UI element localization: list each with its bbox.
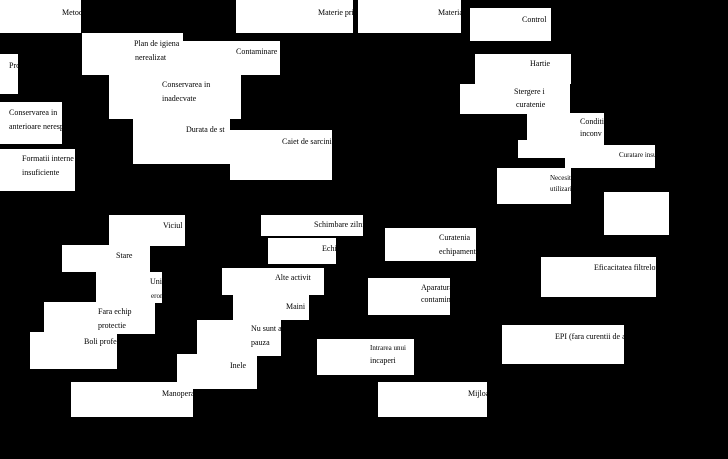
cause-necesitate: Necesit utilizari: [497, 168, 571, 204]
cause-uniforme-line1: Uni: [150, 277, 162, 286]
cause-stare: Stare: [62, 245, 150, 272]
cause-uniforme: Uni erori: [96, 272, 162, 303]
cause-eficacitatea-filtrelor: Eficacitatea filtrelor: [541, 257, 656, 297]
cause-echipament: Echi: [268, 238, 336, 264]
cause-contaminare-label: Contaminare: [236, 47, 278, 56]
cause-viciul: Viciul: [109, 215, 185, 246]
cause-curatare-insuficienta: Curatare insuf: [565, 145, 655, 168]
cause-schimbare-zilnica-label: Schimbare zilnica: [314, 220, 363, 229]
cause-intrarea-line2: incaperi: [370, 356, 396, 365]
cause-conditii-line1: Conditii: [580, 117, 604, 126]
cause-curatenia-line1: Curatenia: [439, 233, 471, 242]
cause-fara-echipament-line1: Fara echip: [98, 307, 132, 316]
cause-mana: Maini: [233, 295, 309, 320]
cause-fara-echipament: Fara echip protectie: [44, 302, 155, 334]
cause-eficacitatea-filtrelor-label: Eficacitatea filtrelor: [594, 263, 656, 272]
cause-plan-igiena-line2: nerealizat: [135, 53, 167, 62]
cause-stare-label: Stare: [116, 251, 133, 260]
cause-conservarea-anterioara-line2: anterioare nerespe: [9, 122, 62, 131]
cause-aparatura-line2: contamin: [421, 295, 450, 304]
cause-boli-profesionale: Boli profe: [30, 332, 117, 369]
cause-formatii-interne-line2: insuficiente: [22, 168, 60, 177]
cause-uniforme-line2: erori: [151, 292, 162, 300]
cause-proceduri: Proceduri: [0, 54, 18, 94]
cause-viciul-label: Viciul: [163, 221, 183, 230]
cause-conservarea-inadecvata-line1: Conservarea in: [162, 80, 211, 89]
cause-epi-label: EPI (fara curentii de ae: [555, 332, 624, 341]
cause-alte-activitati-label: Alte activit: [275, 273, 311, 282]
cause-stergere-line1: Stergere i: [514, 87, 545, 96]
cause-formatii-interne-line1: Formatii interne: [22, 154, 74, 163]
category-metode-label: Metode: [62, 8, 81, 17]
cause-intrarea: Intrarea unui incaperi: [317, 339, 414, 375]
cause-durata-stocare: Durata de st: [133, 119, 230, 164]
cause-curatare-insuficienta-label: Curatare insuf: [619, 151, 655, 159]
cause-mana-label: Maini: [286, 302, 306, 311]
cause-aparatura-line1: Aparatura: [421, 283, 450, 292]
cause-epi: EPI (fara curentii de ae: [502, 325, 624, 364]
category-materie-prima-label: Materie prima: [318, 8, 353, 17]
cause-hartie: Hartie: [475, 54, 571, 84]
cause-conservarea-anterioara-line1: Conservarea in: [9, 108, 58, 117]
cause-echipament-label: Echi: [322, 244, 336, 253]
cause-necesitate-line2: utilizari: [550, 185, 571, 193]
category-control: Control: [470, 8, 551, 41]
cause-alte-activitati: Alte activit: [222, 268, 324, 295]
cause-durata-stocare-label: Durata de st: [186, 125, 225, 134]
cause-stergere-line2: curatenie: [516, 100, 546, 109]
cause-necesitate-line1: Necesit: [550, 174, 571, 182]
cause-conservarea-inadecvata-line2: inadecvate: [162, 94, 197, 103]
category-materie-prima: Materie prima: [236, 0, 353, 33]
category-control-label: Control: [522, 15, 547, 24]
cause-caiet-sarcini: Caiet de sarcini: [230, 130, 332, 180]
cause-boli-profesionale-label: Boli profe: [84, 337, 117, 346]
cause-aparatura: Aparatura contamin: [368, 278, 450, 315]
category-metode: Metode: [0, 0, 81, 33]
cause-intrarea-line1: Intrarea unui: [370, 344, 406, 352]
cause-inele-label: Inele: [230, 361, 246, 370]
category-mijloace: Mijloa: [378, 382, 487, 417]
cause-plan-igiena: Plan de igiena nerealizat: [82, 33, 183, 75]
cause-curatenia-line2: echipament: [439, 247, 476, 256]
cause-schimbare-zilnica: Schimbare zilnica: [261, 215, 363, 236]
cause-caiet-sarcini-label: Caiet de sarcini: [282, 137, 332, 146]
cause-hartie-label: Hartie: [530, 59, 550, 68]
cause-proceduri-label: Proceduri: [9, 61, 18, 70]
category-materiale: Materiale: [358, 0, 461, 33]
cause-stergere: Stergere i curatenie: [460, 84, 570, 114]
cause-conservarea-inadecvata: Conservarea in inadecvate: [109, 70, 241, 119]
cause-conditii-extension: [518, 140, 565, 158]
category-manopera-label: Manopera: [162, 389, 193, 398]
category-mijloace-label: Mijloa: [468, 389, 487, 398]
effect-box: [604, 192, 669, 235]
cause-contaminare: Contaminare: [183, 41, 280, 75]
cause-fara-echipament-line2: protectie: [98, 321, 126, 330]
cause-nu-sunt-line1: Nu sunt a: [251, 324, 281, 333]
cause-conditii-line2: inconv: [580, 129, 602, 138]
cause-nu-sunt-line2: pauza: [251, 338, 270, 347]
category-materiale-label: Materiale: [438, 8, 461, 17]
cause-nu-sunt: Nu sunt a pauza: [197, 320, 281, 356]
cause-curatenia: Curatenia echipament: [385, 228, 476, 261]
cause-plan-igiena-line1: Plan de igiena: [134, 39, 180, 48]
cause-formatii-interne: Formatii interne insuficiente: [0, 149, 75, 191]
cause-conservarea-anterioara: Conservarea in anterioare nerespe: [0, 102, 62, 144]
category-manopera: Manopera: [71, 382, 193, 417]
